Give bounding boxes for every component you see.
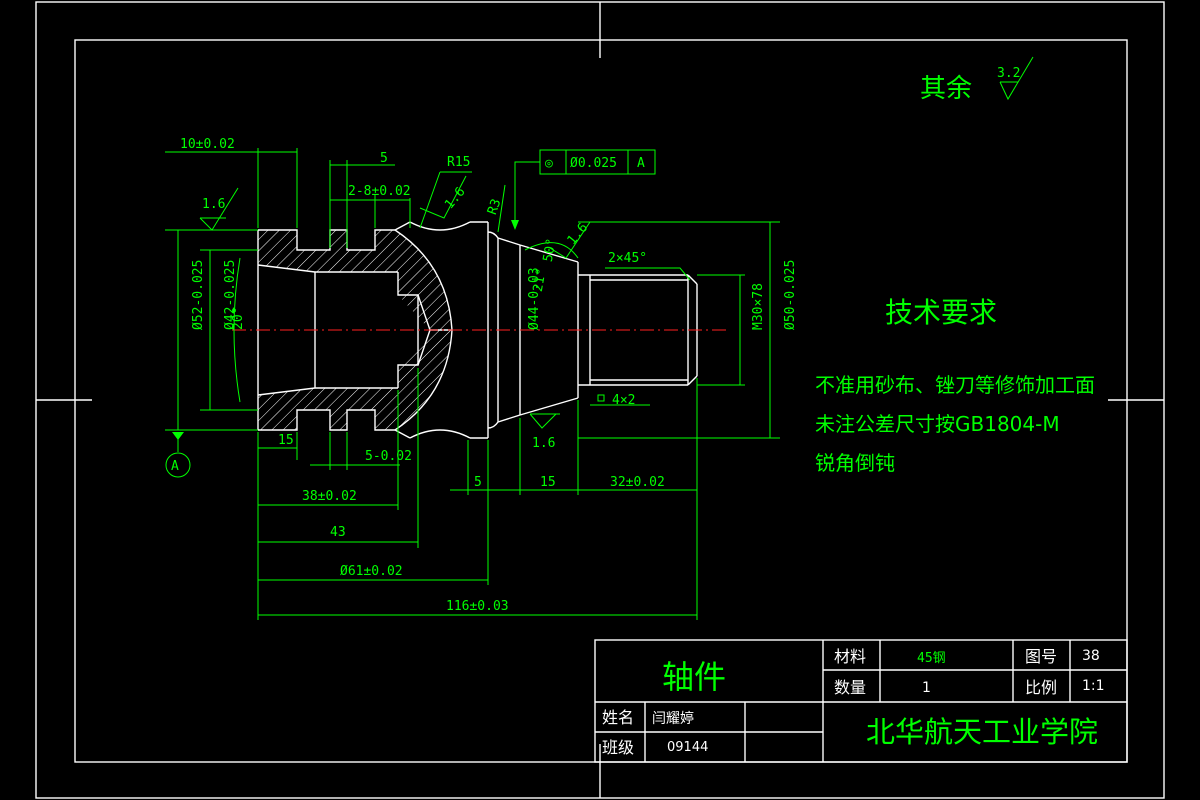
roughness-value: 3.2 bbox=[997, 66, 1020, 81]
dimension-lines bbox=[165, 148, 780, 620]
drawing-no-value: 38 bbox=[1082, 648, 1100, 664]
dim-r15: R15 bbox=[447, 155, 470, 170]
ra-16-top: 1.6 bbox=[442, 185, 469, 213]
quantity-label: 数量 bbox=[834, 678, 866, 697]
part-name: 轴件 bbox=[662, 658, 726, 696]
dimension-texts: 10±0.02 5 2-8±0.02 R15 R3 1.6 1.6 1.6 1.… bbox=[171, 137, 798, 614]
dim-15-mid: 15 bbox=[540, 475, 556, 490]
geo-tol-value: Ø0.025 bbox=[570, 156, 617, 171]
dim-dia-52: Ø52-0.025 bbox=[191, 260, 206, 330]
datum-a-label: A bbox=[171, 459, 179, 474]
dim-angle-50: 50° bbox=[541, 237, 560, 263]
roughness-general: 其余 3.2 bbox=[920, 56, 1034, 104]
notes-title: 技术要求 bbox=[885, 296, 997, 329]
dim-r3: R3 bbox=[485, 197, 504, 217]
ra-16-bottom: 1.6 bbox=[532, 436, 555, 451]
class-value: 09144 bbox=[667, 740, 708, 755]
school-name: 北华航天工业学院 bbox=[866, 715, 1098, 749]
ra-16-cone: 1.6 bbox=[565, 220, 592, 248]
geo-tol-symbol: ◎ bbox=[545, 156, 553, 171]
dim-116: 116±0.03 bbox=[446, 599, 509, 614]
scale-value: 1:1 bbox=[1082, 678, 1105, 694]
ra-16-left: 1.6 bbox=[202, 197, 225, 212]
dim-dia-42: Ø42-0.025 bbox=[223, 260, 238, 330]
dim-61: Ø61±0.02 bbox=[340, 564, 403, 579]
dim-chamfer: 2×45° bbox=[608, 251, 647, 266]
dim-2x8: 2-8±0.02 bbox=[348, 184, 411, 199]
dim-5-top: 5 bbox=[380, 151, 388, 166]
dim-15-left: 15 bbox=[278, 433, 294, 448]
material-value: 45钢 bbox=[917, 651, 946, 666]
dim-32: 32±0.02 bbox=[610, 475, 665, 490]
dim-10: 10±0.02 bbox=[180, 137, 235, 152]
title-block bbox=[594, 639, 1128, 763]
material-label: 材料 bbox=[834, 647, 866, 666]
dim-5-bottom: 5-0.02 bbox=[365, 449, 412, 464]
title-block-texts: 轴件 材料 45钢 图号 38 数量 1 比例 1:1 姓名 闫耀婷 班级 09… bbox=[602, 647, 1105, 757]
dim-5-mid: 5 bbox=[474, 475, 482, 490]
name-value: 闫耀婷 bbox=[652, 711, 694, 727]
geo-tol-datum: A bbox=[637, 156, 645, 171]
geometric-tolerance-frame: ◎ Ø0.025 A bbox=[539, 149, 656, 175]
scale-label: 比例 bbox=[1025, 678, 1057, 697]
drawing-no-label: 图号 bbox=[1025, 647, 1057, 666]
dim-dia-50: Ø50-0.025 bbox=[783, 260, 798, 330]
sheet-border bbox=[35, 1, 1165, 799]
note-line-1: 不准用砂布、锉刀等修饰加工面 bbox=[815, 373, 1095, 397]
dim-dia-44: Ø44-0.03 bbox=[527, 267, 542, 330]
quantity-value: 1 bbox=[922, 680, 931, 696]
dim-43: 43 bbox=[330, 525, 346, 540]
dim-angle-20: 20° bbox=[231, 307, 246, 330]
dim-m30: M30×78 bbox=[751, 283, 766, 330]
class-label: 班级 bbox=[602, 738, 634, 757]
dim-square: 4×2 bbox=[612, 393, 635, 408]
roughness-label: 其余 bbox=[920, 74, 972, 104]
note-line-2: 未注公差尺寸按GB1804-M bbox=[815, 412, 1060, 436]
note-line-3: 锐角倒钝 bbox=[815, 451, 895, 475]
dim-angle-21: 21° bbox=[531, 267, 550, 293]
name-label: 姓名 bbox=[602, 708, 634, 727]
technical-notes: 技术要求 不准用砂布、锉刀等修饰加工面 未注公差尺寸按GB1804-M 锐角倒钝 bbox=[815, 296, 1095, 475]
dim-38: 38±0.02 bbox=[302, 489, 357, 504]
